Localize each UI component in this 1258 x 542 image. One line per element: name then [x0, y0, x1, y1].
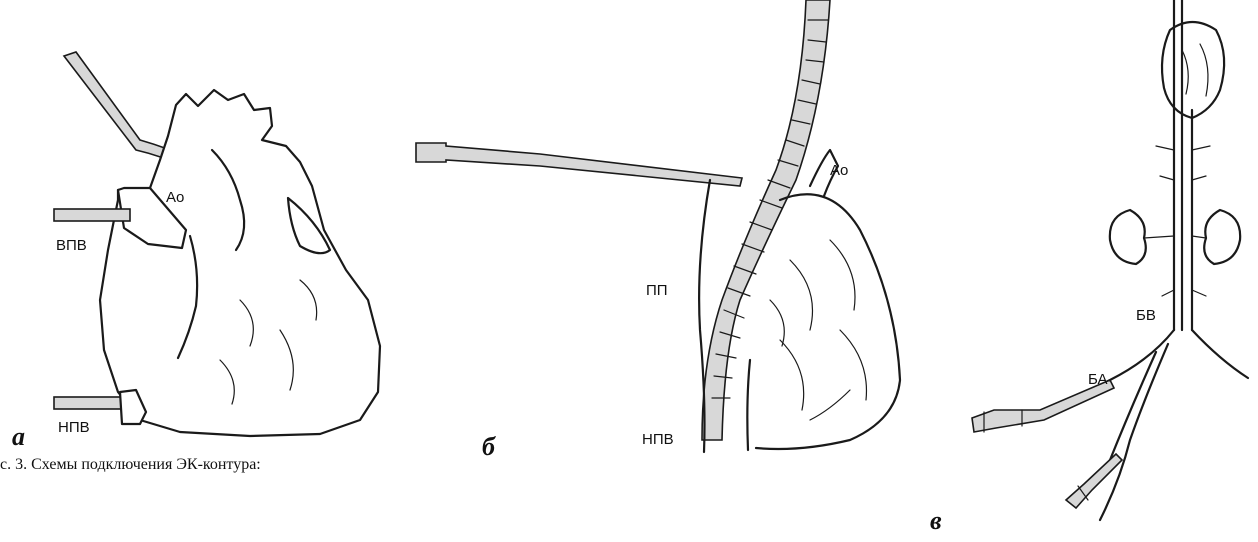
heart-illustration-a [0, 0, 420, 450]
figure-caption: с. 3. Схемы подключения ЭК-контура: [0, 456, 261, 474]
label-ba-v: БА [1088, 372, 1108, 387]
svc-cannula [54, 209, 130, 221]
panel-letter-a: а [12, 424, 25, 450]
panel-letter-b: б [482, 434, 495, 460]
venous-cannula [702, 0, 830, 440]
heart-details-v [1182, 44, 1208, 96]
label-npv-b: НПВ [642, 432, 674, 447]
panel-a: Ао ВПВ НПВ а с. 3. Схемы подключения ЭК-… [0, 0, 420, 542]
kidney-left [1110, 210, 1146, 264]
femoral-vessels [1100, 344, 1168, 520]
heart-vessels-b [770, 240, 866, 420]
heart-outline-b [756, 194, 900, 449]
label-npv-a: НПВ [58, 420, 90, 435]
panel-b: Ао ПП НПВ б [410, 0, 910, 542]
label-vpv-a: ВПВ [56, 238, 87, 253]
label-pp-b: ПП [646, 283, 668, 298]
vena-cava-wall-2 [747, 360, 750, 450]
label-ao-b: Ао [830, 163, 848, 178]
femoral-cannula-lower [1066, 454, 1122, 508]
panel-v: БВ БА в [930, 0, 1258, 542]
label-bv-v: БВ [1136, 308, 1156, 323]
vascular-illustration-v [930, 0, 1258, 542]
kidney-right [1204, 210, 1240, 264]
horizontal-cannula [416, 143, 742, 186]
heart-illustration-b [410, 0, 910, 460]
iliac-right [1192, 330, 1248, 378]
panel-letter-v: в [930, 508, 942, 534]
label-ao-a: Ао [166, 190, 184, 205]
heart-outline-v [1162, 22, 1224, 118]
